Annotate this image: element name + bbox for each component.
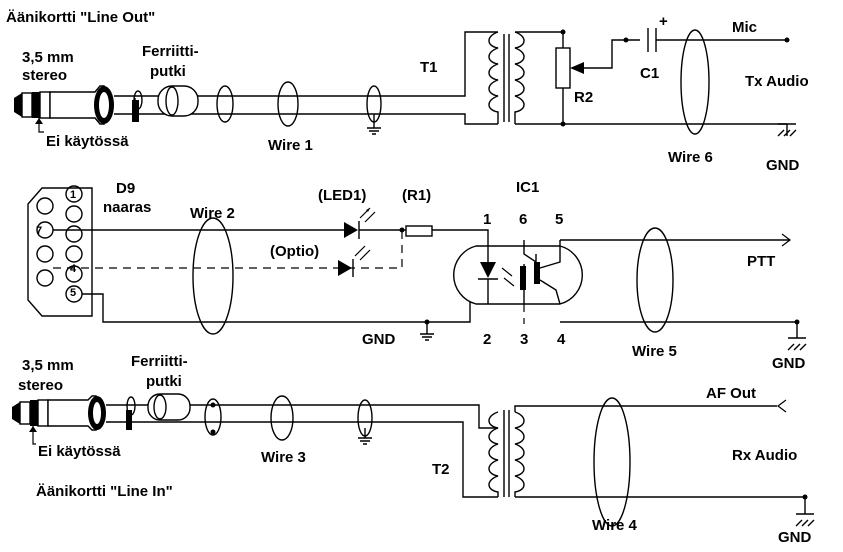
mic-label: Mic (732, 19, 757, 36)
top-chassis-ground (777, 123, 797, 137)
d9-pin7-label: 7 (36, 225, 42, 237)
af-out-label: AF Out (706, 385, 756, 402)
bottom-ground-symbol (358, 428, 372, 445)
r1-label: (R1) (402, 187, 431, 204)
ptt-label: PTT (747, 253, 775, 270)
tx-audio-label: Tx Audio (745, 73, 809, 90)
bottom-chassis-ground (795, 497, 815, 527)
d9-pin5-label: 5 (70, 287, 76, 299)
wire1-shield (277, 81, 299, 127)
ic-pin4-label: 4 (557, 331, 566, 348)
top-ferrite-label-1: Ferriitti- (142, 43, 199, 60)
bottom-ground-wire (106, 421, 486, 498)
bot-unused-label: Ei käytössä (38, 443, 121, 460)
ic-pin2-label: 2 (483, 331, 491, 348)
led1-label: (LED1) (318, 187, 366, 204)
bottom-section: 3,5 mm stereo Ferriitti- putki Ei käytös… (12, 353, 815, 546)
gnd-bot-label: GND (778, 529, 812, 546)
pin5-ground-wire (82, 293, 471, 323)
c1-label: C1 (640, 65, 659, 82)
ic-pin6-label: 6 (519, 211, 527, 228)
wire6-shield (680, 29, 710, 135)
rx-audio-label: Rx Audio (732, 447, 797, 464)
top-jack-size-label: 3,5 mm (22, 49, 74, 66)
led1-diode (344, 207, 376, 239)
gnd-mid-label: GND (362, 331, 396, 348)
r2-resistor (555, 47, 571, 89)
c1-plus-label: + (659, 13, 668, 30)
wire4-label: Wire 4 (592, 517, 638, 534)
top-unused-label: Ei käytössä (46, 133, 129, 150)
d9-pin4-label: 4 (70, 263, 77, 275)
bottom-signal-wire (106, 404, 486, 429)
wire5-label: Wire 5 (632, 343, 677, 360)
optio-label: (Optio) (270, 243, 319, 260)
wire4-shield (593, 397, 631, 527)
wire5-shield (636, 227, 674, 333)
t1-label: T1 (420, 59, 438, 76)
top-section: Äänikortti "Line Out" 3,5 mm stereo Ferr… (6, 9, 809, 174)
top-signal-wire (114, 31, 498, 97)
mic-terminal (784, 37, 790, 43)
top-jack-type-label: stereo (22, 67, 67, 84)
ic-pin3-label: 3 (520, 331, 528, 348)
naaras-label: naaras (103, 199, 151, 216)
bot-soundcard-label: Äänikortti "Line In" (36, 483, 173, 500)
wire2-label: Wire 2 (190, 205, 235, 222)
top-ferrite-tube (157, 85, 199, 117)
d9-label: D9 (116, 180, 135, 197)
pin4-optional-wire (53, 230, 403, 269)
top-ferrite-label-2: putki (150, 63, 186, 80)
ic-pin5-label: 5 (555, 211, 563, 228)
wire1-label: Wire 1 (268, 137, 313, 154)
ic1-label: IC1 (516, 179, 539, 196)
t1-transformer (488, 31, 525, 124)
r1-resistor (405, 225, 433, 237)
t2-transformer (488, 410, 525, 497)
bot-jack-type-label: stereo (18, 377, 63, 394)
top-ground-symbol (367, 114, 381, 135)
af-out-wire (514, 405, 777, 412)
top-shield-1 (216, 85, 234, 123)
bottom-jack-plug (12, 395, 106, 431)
t2-label: T2 (432, 461, 450, 478)
mid-chassis-ground (787, 322, 807, 351)
bottom-ferrite-tube (147, 393, 191, 421)
d9-connector (27, 185, 93, 317)
ic-pin1-label: 1 (483, 211, 491, 228)
bot-jack-size-label: 3,5 mm (22, 357, 74, 374)
r2-label: R2 (574, 89, 593, 106)
wire2-shield (192, 217, 234, 335)
bot-ferrite-label-2: putki (146, 373, 182, 390)
wire3-label: Wire 3 (261, 449, 306, 466)
gnd-mid-right-label: GND (772, 355, 806, 372)
gnd-top-label: GND (766, 157, 800, 174)
d9-pin1-label: 1 (70, 189, 76, 201)
mid-ground-symbol (420, 322, 434, 341)
wire3-shield (270, 395, 294, 441)
top-jack-plug (14, 85, 114, 125)
top-soundcard-label: Äänikortti "Line Out" (6, 9, 155, 26)
bot-ferrite-label-1: Ferriitti- (131, 353, 188, 370)
wire6-label: Wire 6 (668, 149, 713, 166)
middle-section: 1 7 4 5 D9 naaras Wire 2 (LED1) (Optio) (27, 179, 807, 372)
ic1-optocoupler (452, 240, 584, 305)
bottom-shield-1 (204, 398, 222, 436)
optional-led-diode (338, 245, 371, 277)
top-ground-wire (114, 113, 498, 125)
